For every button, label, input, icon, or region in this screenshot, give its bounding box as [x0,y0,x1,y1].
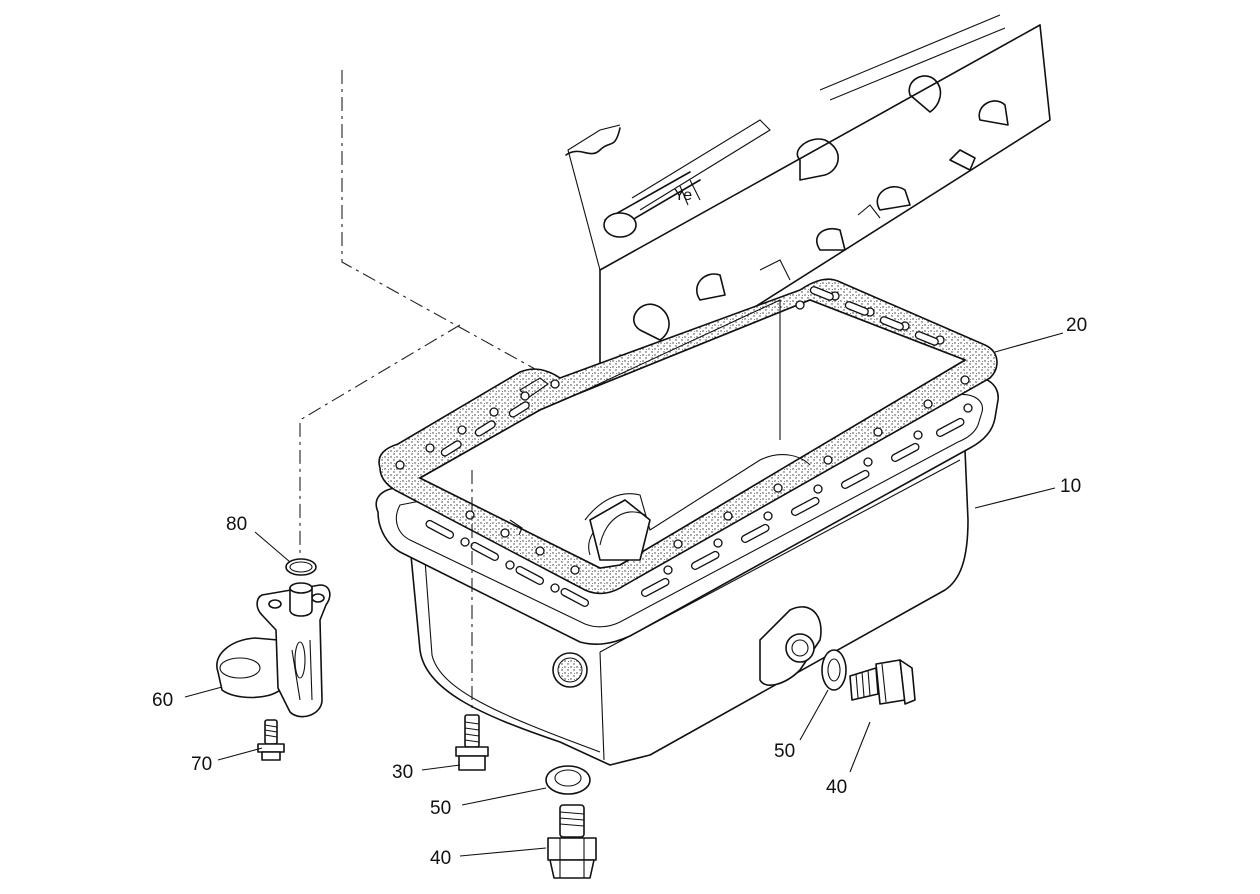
callout-80: 80 [226,514,247,535]
oil-strainer [216,582,331,718]
callout-50-bottom: 50 [430,798,451,819]
drain-plug-bottom [547,804,597,879]
callout-60: 60 [152,690,173,711]
callout-leaders [184,332,1064,857]
callout-40-side: 40 [826,777,847,798]
callout-50-side: 50 [774,741,795,762]
strainer-bolt [257,719,285,761]
drain-plug-side [849,659,916,705]
callout-labels: 10 20 30 40 40 50 50 60 70 80 [152,315,1087,869]
callout-30: 30 [392,762,413,783]
oil-pan-gasket [378,278,998,595]
callout-70: 70 [191,754,212,775]
gasket-slots [440,286,939,457]
drain-washer-side [821,649,847,691]
callout-10: 10 [1060,476,1081,497]
callout-40-bottom: 40 [430,848,451,869]
callout-20: 20 [1066,315,1087,336]
engine-block: Ye [341,14,1051,440]
pan-flange-slots [425,403,973,607]
svg-text:Ye: Ye [674,187,692,204]
oil-pan-bolt [455,714,489,771]
drain-washer-bottom [545,765,591,795]
alignment-line-strainer [299,324,461,555]
